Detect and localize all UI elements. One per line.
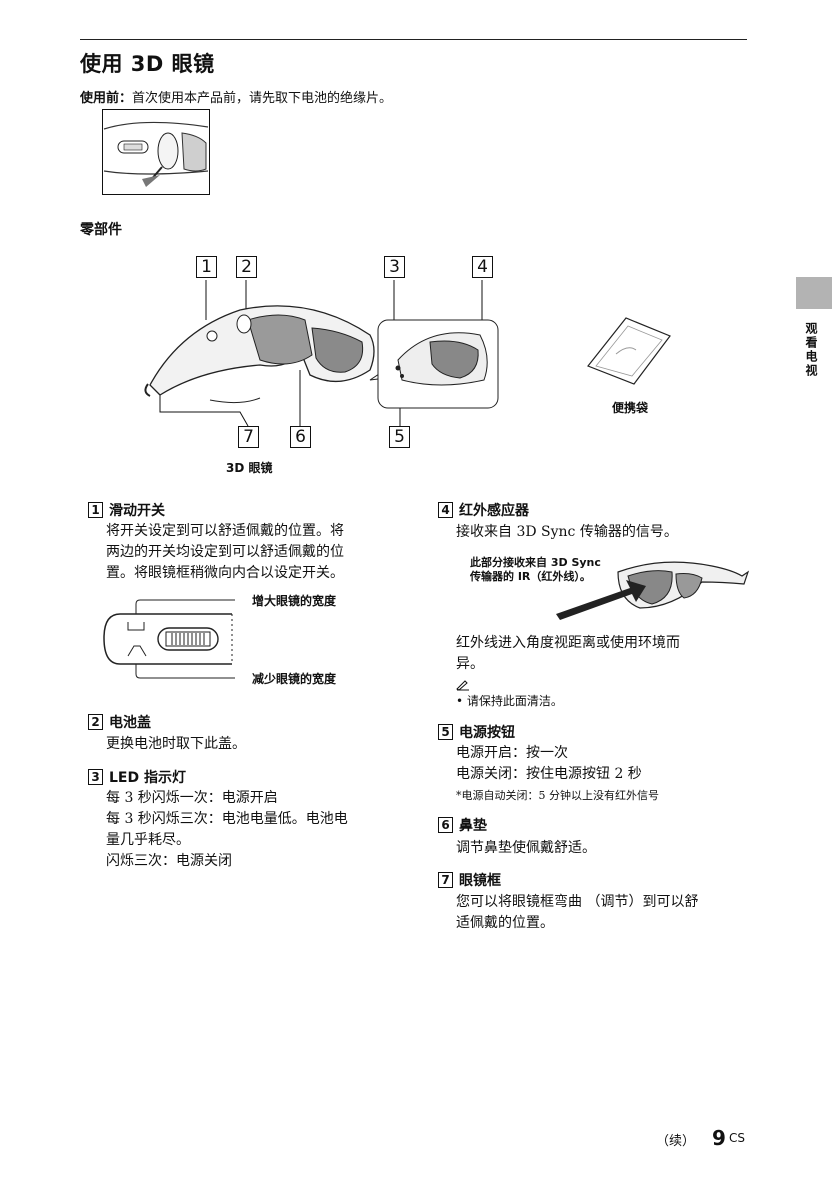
item-6-heading: 6 鼻垫 <box>438 815 487 835</box>
bag-caption: 便携袋 <box>612 401 649 415</box>
battery-insulation-illustration <box>102 109 210 195</box>
item-1-title: 滑动开关 <box>109 503 165 519</box>
part-number-3: 3 <box>384 256 405 278</box>
item-5-line-2: 电源关闭：按住电源按钮 2 秒 <box>456 766 642 782</box>
ir-range-text: 红外线进入角度视距离或使用环境而 异。 <box>456 633 680 675</box>
slider-label-narrower: 减少眼镜的宽度 <box>252 672 337 686</box>
item-4-title: 红外感应器 <box>459 503 529 519</box>
page-number: 9 <box>712 1126 726 1150</box>
item-2-number: 2 <box>88 714 103 730</box>
item-6-number: 6 <box>438 817 453 833</box>
item-3-line-1: 每 3 秒闪烁一次：电源开启 <box>106 790 278 806</box>
item-5-line-1: 电源开启：按一次 <box>456 745 568 761</box>
note-pencil-icon <box>456 680 469 691</box>
item-1-body: 将开关设定到可以舒适佩戴的位置。将 两边的开关均设定到可以舒适佩戴的位 置。将眼… <box>106 521 344 584</box>
ir-range-line-2: 异。 <box>456 656 484 672</box>
item-6-body: 调节鼻垫使佩戴舒适。 <box>456 838 596 859</box>
ir-clean-note: • 请保持此面清洁。 <box>456 694 563 708</box>
item-1-line-2: 两边的开关均设定到可以舒适佩戴的位 <box>106 544 344 560</box>
item-4-body: 接收来自 3D Sync 传输器的信号。 <box>456 522 678 543</box>
section-tab-marker <box>796 277 832 309</box>
carrying-bag-illustration <box>587 317 671 385</box>
item-1-line-3: 置。将眼镜框稍微向内合以设定开关。 <box>106 565 344 581</box>
item-5-heading: 5 电源按钮 <box>438 722 515 742</box>
item-4-heading: 4 红外感应器 <box>438 500 529 520</box>
item-3-line-2: 每 3 秒闪烁三次：电池电量低。电池电 <box>106 811 348 827</box>
intro-text: 首次使用本产品前，请先取下电池的绝缘片。 <box>132 91 393 106</box>
item-3-heading: 3 LED 指示灯 <box>88 767 186 787</box>
ir-callout: 此部分接收来自 3D Sync 传输器的 IR（红外线）。 <box>470 556 601 584</box>
item-3-line-4: 闪烁三次：电源关闭 <box>106 853 232 869</box>
item-5-auto-off-note: *电源自动关闭：5 分钟以上没有红外信号 <box>456 789 659 802</box>
page-title: 使用 3D 眼镜 <box>80 52 215 76</box>
item-3-body: 每 3 秒闪烁一次：电源开启 每 3 秒闪烁三次：电池电量低。电池电 量几乎耗尽… <box>106 788 348 872</box>
ir-sensor-illustration <box>556 561 750 620</box>
item-1-heading: 1 滑动开关 <box>88 500 165 520</box>
ir-range-line-1: 红外线进入角度视距离或使用环境而 <box>456 635 680 651</box>
item-3-title: LED 指示灯 <box>109 770 186 786</box>
item-2-heading: 2 电池盖 <box>88 712 151 732</box>
item-5-title: 电源按钮 <box>459 725 515 741</box>
item-4-number: 4 <box>438 502 453 518</box>
item-3-line-3: 量几乎耗尽。 <box>106 832 190 848</box>
item-6-line-1: 调节鼻垫使佩戴舒适。 <box>456 840 596 856</box>
item-5-number: 5 <box>438 724 453 740</box>
item-5-body: 电源开启：按一次 电源关闭：按住电源按钮 2 秒 *电源自动关闭：5 分钟以上没… <box>456 743 659 806</box>
item-7-heading: 7 眼镜框 <box>438 870 501 890</box>
slide-switch-diagram <box>103 599 235 679</box>
item-1-line-1: 将开关设定到可以舒适佩戴的位置。将 <box>106 523 344 539</box>
slider-label-wider: 增大眼镜的宽度 <box>252 594 337 608</box>
page-suffix: CS <box>729 1131 745 1145</box>
item-7-line-1: 您可以将眼镜框弯曲 （调节）到可以舒 <box>456 894 699 910</box>
item-1-number: 1 <box>88 502 103 518</box>
part-number-6: 6 <box>290 426 311 448</box>
glasses-caption: 3D 眼镜 <box>226 461 273 475</box>
continued-label: （续） <box>656 1134 696 1149</box>
intro-bold-label: 使用前： <box>80 91 133 106</box>
section-tab-label: 观看电视 <box>804 322 818 378</box>
item-4-line-1: 接收来自 3D Sync 传输器的信号。 <box>456 524 678 540</box>
ir-callout-line-1: 此部分接收来自 3D Sync <box>470 556 601 569</box>
top-rule <box>80 39 747 40</box>
item-7-body: 您可以将眼镜框弯曲 （调节）到可以舒 适佩戴的位置。 <box>456 892 698 934</box>
item-7-number: 7 <box>438 872 453 888</box>
item-2-title: 电池盖 <box>109 715 151 731</box>
glasses-parts-diagram <box>144 280 499 427</box>
item-7-title: 眼镜框 <box>459 873 501 889</box>
part-number-1: 1 <box>196 256 217 278</box>
intro-line: 使用前：首次使用本产品前，请先取下电池的绝缘片。 <box>80 87 392 106</box>
item-7-line-2: 适佩戴的位置。 <box>456 915 554 931</box>
item-6-title: 鼻垫 <box>459 818 487 834</box>
ir-callout-line-2: 传输器的 IR（红外线）。 <box>470 570 591 583</box>
part-number-5: 5 <box>389 426 410 448</box>
parts-heading: 零部件 <box>80 222 122 238</box>
part-number-4: 4 <box>472 256 493 278</box>
item-3-number: 3 <box>88 769 103 785</box>
part-number-2: 2 <box>236 256 257 278</box>
item-2-line-1: 更换电池时取下此盖。 <box>106 736 246 752</box>
item-2-body: 更换电池时取下此盖。 <box>106 734 246 755</box>
part-number-7: 7 <box>238 426 259 448</box>
